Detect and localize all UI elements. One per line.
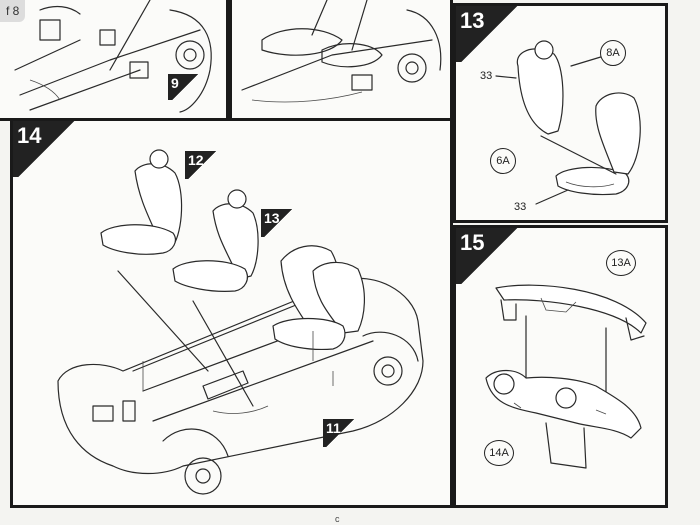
step-13-panel: 13 8A 6A 33 33 xyxy=(453,3,668,223)
chassis-seat-installation-drawing xyxy=(57,149,424,495)
part-6A-label: 6A xyxy=(490,148,516,174)
step-panel-top-left: f 8 9 xyxy=(0,0,229,121)
part-ref-13: 13 xyxy=(261,209,295,237)
part-ref-11: 11 xyxy=(323,419,357,447)
step-14-panel: 14 12 13 xyxy=(10,118,453,508)
chassis-partial-drawing xyxy=(14,0,212,113)
part-13A-label: 13A xyxy=(606,250,636,276)
part-8A-label: 8A xyxy=(600,40,626,66)
part-33-label-bottom: 33 xyxy=(514,201,527,213)
part-ref-12: 12 xyxy=(185,151,219,179)
step-panel-top-middle xyxy=(229,0,453,121)
seat-assembly-drawing xyxy=(495,40,641,205)
dashboard-assembly-drawing xyxy=(485,284,647,469)
part-33-label-top: 33 xyxy=(480,70,493,82)
step-14-badge: 14 xyxy=(13,121,79,177)
part-14A-label: 14A xyxy=(484,440,514,466)
part-ref-9: 9 xyxy=(168,74,202,100)
step-15-panel: 15 13A 14A xyxy=(453,225,668,508)
page-tab: f 8 xyxy=(0,0,26,22)
step-13-badge: 13 xyxy=(456,6,522,62)
step-15-badge: 15 xyxy=(456,228,522,284)
page-footer-mark: c xyxy=(335,514,340,524)
seats-chassis-partial-drawing xyxy=(241,0,442,103)
